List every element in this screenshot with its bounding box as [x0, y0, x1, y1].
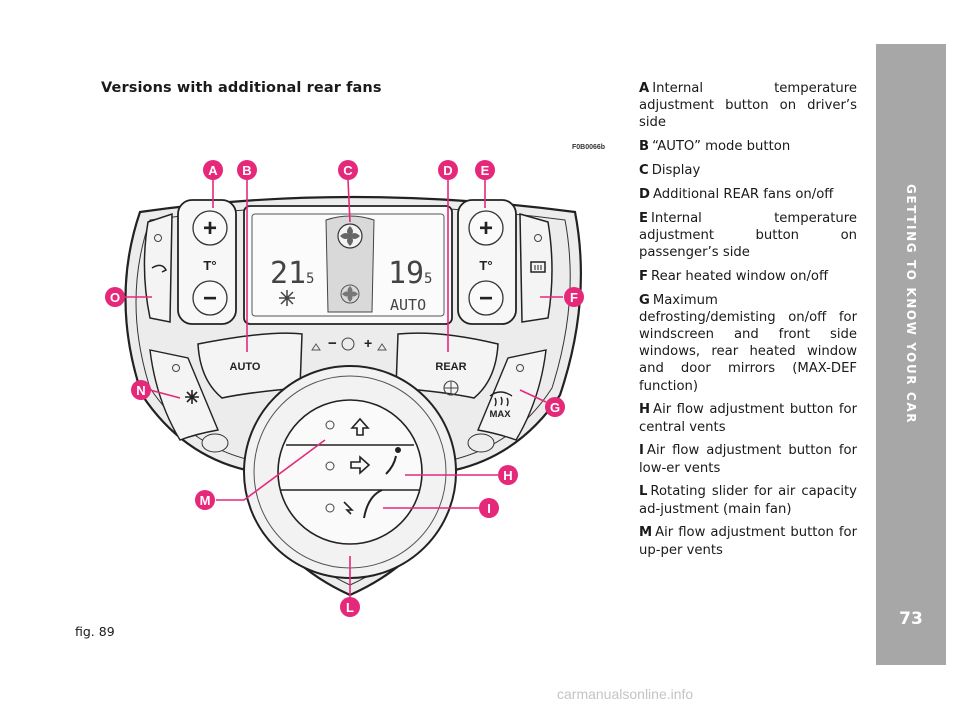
- svg-text:E: E: [481, 163, 490, 178]
- ac-snowflake-icon: [279, 290, 295, 306]
- fan-speed-scale: [311, 343, 387, 351]
- svg-text:C: C: [343, 163, 353, 178]
- marker-e: E: [475, 160, 495, 180]
- svg-text:G: G: [550, 400, 560, 415]
- driver-temp-plus[interactable]: +: [203, 215, 217, 242]
- marker-d: D: [438, 160, 458, 180]
- rear-button: [395, 332, 499, 399]
- fan-speed-plus: +: [364, 335, 372, 351]
- ac-icon: [185, 390, 199, 404]
- marker-i: I: [479, 498, 499, 518]
- feet-icon: [363, 489, 383, 519]
- marker-g: G: [545, 397, 565, 417]
- legend-item-b: B“AUTO” mode button: [639, 139, 791, 155]
- recirculation-icon: [151, 264, 168, 273]
- marker-o: O: [105, 287, 125, 307]
- svg-text:I: I: [487, 501, 491, 516]
- svg-text:L: L: [346, 600, 354, 615]
- marker-l: L: [340, 597, 360, 617]
- recirculation-button: [143, 212, 173, 323]
- svg-text:B: B: [242, 163, 251, 178]
- lower-vents-icon: [343, 501, 354, 515]
- svg-text:A: A: [208, 163, 218, 178]
- max-def-button: [477, 349, 547, 441]
- driver-temp-label: T°: [203, 258, 216, 273]
- passenger-temp-plus[interactable]: +: [479, 215, 493, 242]
- figure-code: F0B0066b: [572, 144, 606, 151]
- svg-text:O: O: [110, 290, 120, 305]
- chapter-sidebar: GETTING TO KNOW YOUR CAR 73: [876, 44, 946, 665]
- figure-label: fig. 89: [75, 624, 115, 639]
- marker-f: F: [564, 287, 584, 307]
- svg-text:H: H: [503, 468, 512, 483]
- svg-text:F: F: [570, 290, 578, 305]
- ac-button: [149, 349, 219, 441]
- page-number: 73: [899, 609, 923, 629]
- passenger-temp-decimal: 5: [424, 271, 432, 287]
- chapter-title: GETTING TO KNOW YOUR CAR: [904, 183, 919, 425]
- windscreen-defrost-icon: [489, 391, 513, 407]
- watermark: carmanualsonline.info: [557, 686, 694, 702]
- driver-temp-readout: 21: [270, 256, 306, 291]
- central-vents-icon: [350, 455, 371, 475]
- svg-text:N: N: [136, 383, 145, 398]
- passenger-temp-label: T°: [479, 258, 492, 273]
- auto-button-label[interactable]: AUTO: [230, 361, 261, 373]
- marker-m: M: [195, 490, 215, 510]
- fan-speed-minus: −: [328, 335, 337, 352]
- passenger-temp-readout: 19: [388, 256, 424, 291]
- marker-c: C: [338, 160, 358, 180]
- max-label: MAX: [489, 409, 511, 420]
- fan-speed-icon: [340, 284, 360, 304]
- marker-b: B: [237, 160, 257, 180]
- marker-n: N: [131, 380, 151, 400]
- driver-temp-decimal: 5: [306, 271, 314, 287]
- marker-h: H: [498, 465, 518, 485]
- heated-rear-window-icon: [530, 261, 546, 273]
- svg-text:M: M: [200, 493, 211, 508]
- upper-vents-icon: [350, 417, 370, 436]
- passenger-icon: [385, 455, 397, 475]
- auto-indicator: AUTO: [390, 296, 426, 314]
- passenger-temp-minus[interactable]: −: [479, 285, 493, 312]
- rear-button-label[interactable]: REAR: [435, 361, 466, 373]
- svg-text:D: D: [443, 163, 452, 178]
- rear-window-button: [519, 213, 553, 323]
- auto-button: [197, 332, 303, 399]
- driver-temp-minus[interactable]: −: [203, 285, 217, 312]
- marker-a: A: [203, 160, 223, 180]
- section-heading: Versions with additional rear fans: [101, 80, 382, 96]
